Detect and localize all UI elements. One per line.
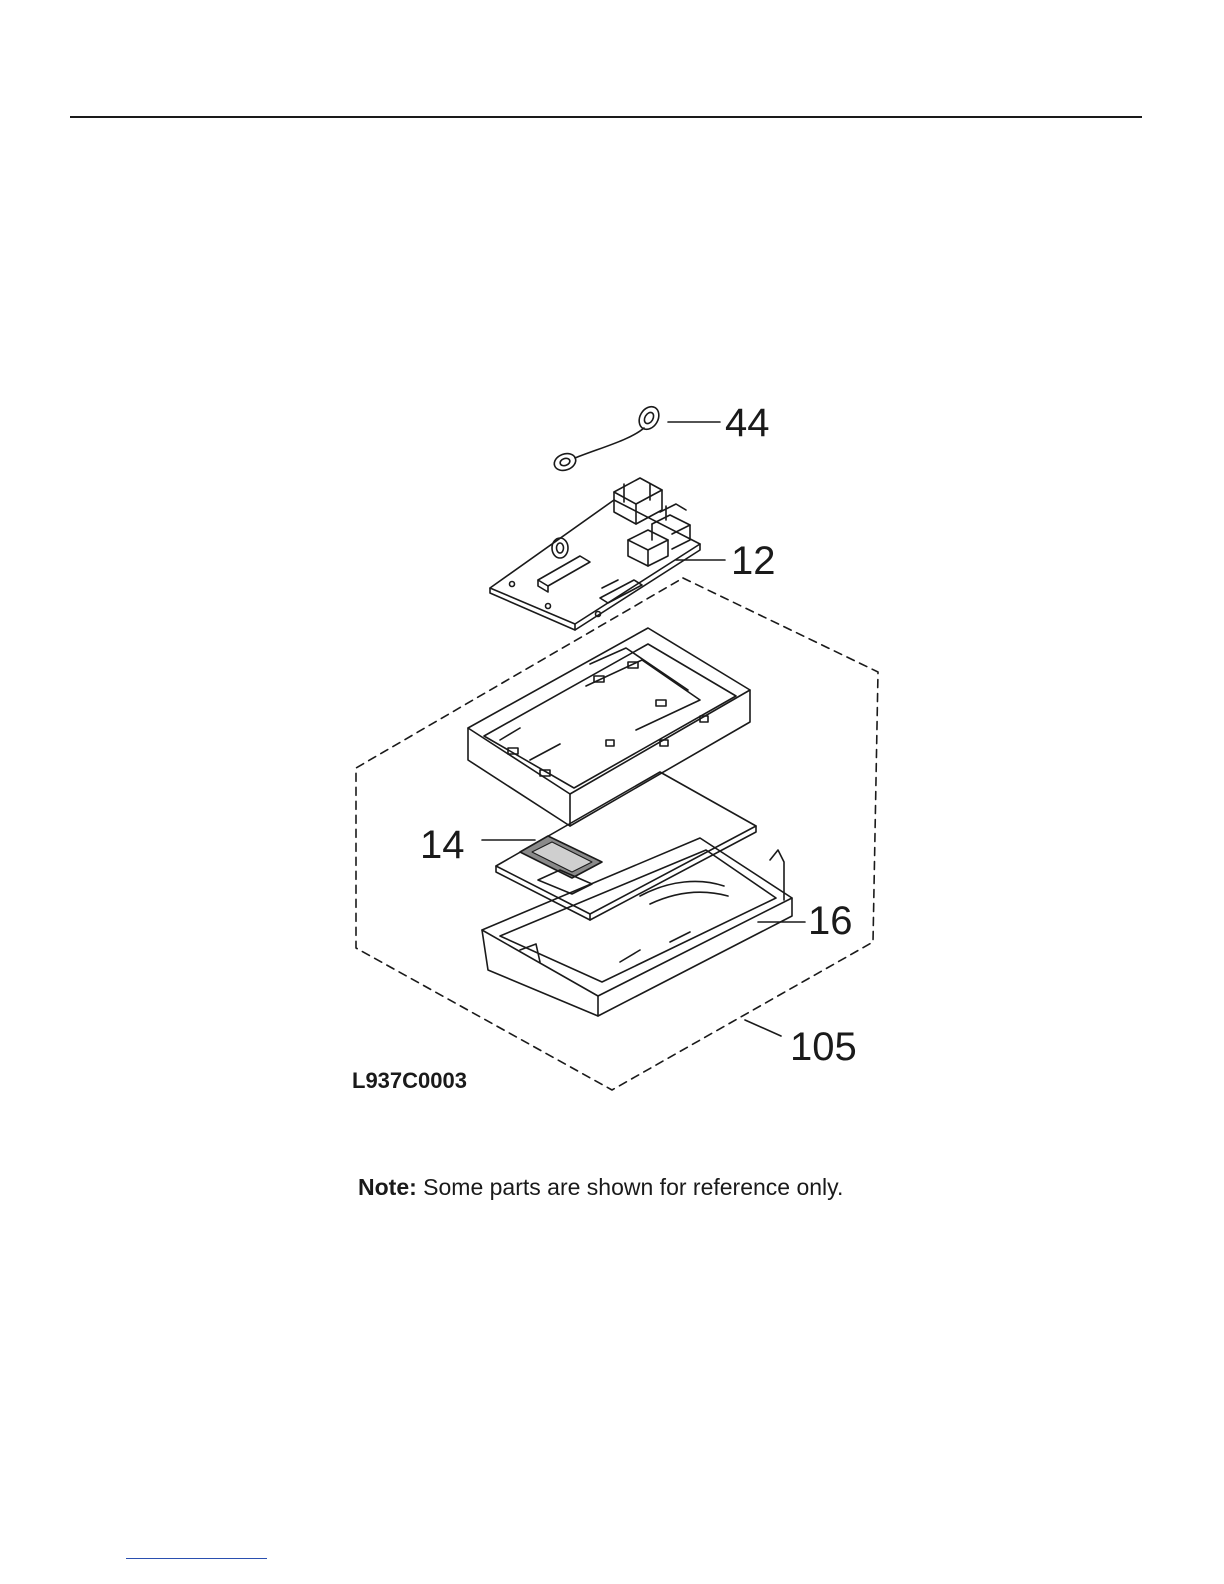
callout-12: 12 bbox=[731, 539, 776, 583]
reference-note: Note: Some parts are shown for reference… bbox=[358, 1174, 843, 1201]
callout-16: 16 bbox=[808, 899, 853, 943]
part-44-ground-wire bbox=[552, 403, 663, 473]
control-frame bbox=[468, 628, 750, 826]
callout-105: 105 bbox=[790, 1025, 857, 1069]
leader-105 bbox=[745, 1020, 781, 1036]
footer-mark bbox=[126, 1558, 267, 1559]
note-text: Some parts are shown for reference only. bbox=[417, 1174, 844, 1200]
part-16-bezel bbox=[482, 838, 792, 1016]
part-12-main-pcb bbox=[490, 478, 700, 630]
callout-14: 14 bbox=[420, 823, 465, 867]
diagram-code: L937C0003 bbox=[352, 1068, 467, 1093]
note-prefix: Note: bbox=[358, 1174, 417, 1200]
callout-44: 44 bbox=[725, 401, 770, 445]
